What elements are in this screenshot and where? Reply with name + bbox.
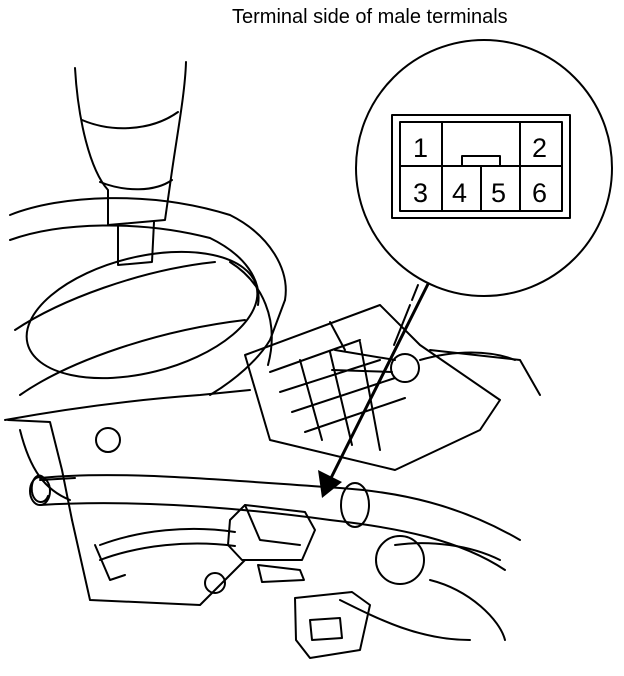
leader-lines (393, 284, 419, 346)
diagram-caption: Terminal side of male terminals (232, 6, 508, 28)
connector-callout[interactable] (355, 39, 613, 297)
left-bracket (7, 419, 121, 521)
pin-4-label: 4 (452, 178, 467, 208)
lower-mechanism (71, 519, 506, 641)
pin-6-label: 6 (532, 178, 547, 208)
wire-harness (29, 349, 521, 571)
pin-5-label: 5 (491, 178, 506, 208)
pin-2-label: 2 (532, 133, 547, 163)
connector-pin-labels: 1 2 3 4 5 6 (413, 133, 547, 208)
shift-lever-boot (74, 61, 187, 266)
pointer-arrow (318, 283, 430, 498)
shift-gate-housing (4, 197, 287, 421)
pin-3-label: 3 (413, 178, 428, 208)
harness-connector (227, 504, 371, 659)
slotted-plate (244, 304, 541, 471)
pin-1-label: 1 (413, 133, 428, 163)
